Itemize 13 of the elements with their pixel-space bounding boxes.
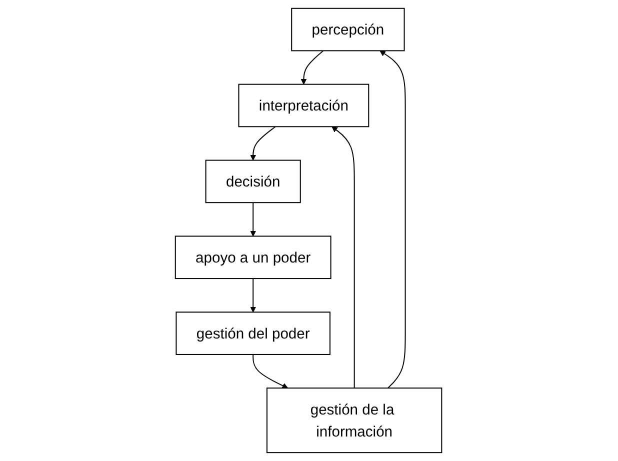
- arrow: [253, 354, 288, 388]
- node-box: gestión de la información: [266, 388, 443, 454]
- arrow: [250, 278, 257, 312]
- arrow: [332, 126, 356, 388]
- node-box: decisión: [206, 160, 302, 204]
- node-box: percepción: [292, 8, 406, 52]
- arrow: [380, 50, 406, 388]
- arrow: [250, 202, 257, 236]
- arrow: [250, 126, 276, 161]
- node-box: gestión del poder: [176, 312, 331, 355]
- node-box: interpretación: [238, 84, 370, 128]
- arrow: [301, 50, 324, 85]
- node-box: apoyo a un poder: [175, 236, 332, 280]
